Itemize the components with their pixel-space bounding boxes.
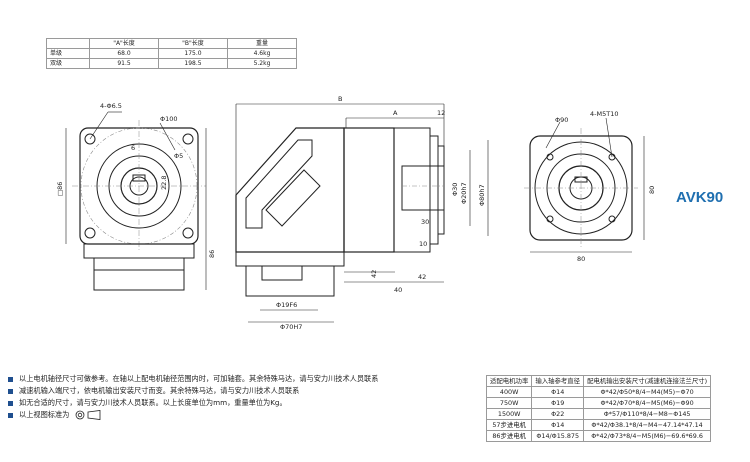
bullet-icon	[8, 388, 13, 394]
table-cell: Φ*57/Φ110*8/4−M8−Φ145	[583, 408, 712, 420]
dim-40: 40	[394, 286, 402, 294]
note-text: 减速机输入端尺寸，依电机输出安装尺寸而变。其余特殊马达，请与安力川技术人员联系	[19, 386, 300, 395]
side-view	[235, 103, 489, 323]
table-cell: 750W	[485, 397, 533, 409]
dim-a: A	[393, 109, 398, 117]
dim-12: 12	[437, 109, 445, 117]
dim-b: B	[338, 95, 342, 103]
dim-22-8: 22.8	[160, 176, 168, 190]
front-view	[65, 111, 207, 291]
table-row: 400W Φ14 Φ*42/Φ50*8/4−M4(M5)−Φ70	[485, 386, 712, 398]
dim-d90: Φ90	[555, 116, 568, 124]
notes-list: 以上电机轴径尺寸可做参考。在轴以上配电机轴径范围内时，可加轴套。其余特殊马达，请…	[8, 373, 378, 421]
dim-d19: Φ19F6	[276, 301, 297, 309]
rear-view	[524, 117, 645, 253]
dim-h80: 80	[648, 186, 656, 194]
table-cell: Φ19	[531, 397, 585, 409]
note-text: 如无合适的尺寸，请与安力川技术人员联系。以上长度单位为mm，重量单位为Kg。	[19, 398, 287, 407]
dim-w80: 80	[577, 255, 585, 263]
header-cell: 适配电机功率	[485, 375, 533, 387]
table-row: 86步进电机 Φ14/Φ15.875 Φ*42/Φ73*8/4−M5(M6)−6…	[485, 430, 712, 442]
dim-height: 86	[208, 250, 216, 258]
table-cell: Φ*42/Φ73*8/4−M5(M6)−69.6*69.6	[583, 430, 712, 442]
dim-d30: Φ30	[451, 183, 459, 196]
projection-symbol-icon	[75, 410, 101, 420]
dim-d5: Φ5	[174, 152, 183, 160]
table-cell: 5.2kg	[227, 58, 297, 69]
header-cell: 输入轴参考直径	[531, 375, 585, 387]
note-item: 减速机输入端尺寸，依电机输出安装尺寸而变。其余特殊马达，请与安力川技术人员联系	[8, 385, 378, 397]
table-row: 1500W Φ22 Φ*57/Φ110*8/4−M8−Φ145	[485, 408, 712, 420]
table-row: 双级 91.5 198.5 5.2kg	[46, 58, 297, 69]
spec-table: "A"长度 "B"长度 重量 单级 68.0 175.0 4.6kg 双级 91…	[46, 38, 297, 69]
bullet-icon	[8, 400, 13, 406]
dim-shaft: Φ20h7	[460, 182, 468, 204]
table-cell: Φ*42/Φ50*8/4−M4(M5)−Φ70	[583, 386, 712, 398]
note-item: 以上电机轴径尺寸可做参考。在轴以上配电机轴径范围内时，可加轴套。其余特殊马达，请…	[8, 373, 378, 385]
header-cell: 配电机输出安装尺寸(减速机连接法兰尺寸)	[583, 375, 712, 387]
dim-10: 10	[419, 240, 427, 248]
table-cell: Φ22	[531, 408, 585, 420]
dim-6: 6	[131, 144, 135, 152]
dim-holes-front: 4-Φ6.5	[100, 102, 122, 110]
dim-42-vert: 42	[370, 270, 378, 278]
model-title: AVK90	[676, 189, 724, 206]
table-cell: Φ14	[531, 419, 585, 431]
motor-compat-table: 适配电机功率 输入轴参考直径 配电机输出安装尺寸(减速机连接法兰尺寸) 400W…	[485, 375, 712, 442]
dim-square: □86	[56, 182, 64, 196]
note-text: 以上电机轴径尺寸可做参考。在轴以上配电机轴径范围内时，可加轴套。其余特殊马达，请…	[19, 374, 379, 383]
table-cell: Φ14	[531, 386, 585, 398]
dim-30: 30	[421, 218, 429, 226]
table-cell: Φ*42/Φ38.1*8/4−M4−47.14*47.14	[583, 419, 712, 431]
table-cell: 86步进电机	[485, 430, 533, 442]
dim-d70: Φ70H7	[280, 323, 302, 331]
note-text: 以上视图标准为	[19, 410, 70, 419]
table-cell: 1500W	[485, 408, 533, 420]
table-row: 57步进电机 Φ14 Φ*42/Φ38.1*8/4−M4−47.14*47.14	[485, 419, 712, 431]
bullet-icon	[8, 376, 13, 382]
table-cell: Φ14/Φ15.875	[531, 430, 585, 442]
table-cell: Φ*42/Φ70*8/4−M5(M6)−Φ90	[583, 397, 712, 409]
dim-42: 42	[418, 273, 426, 281]
technical-drawing: 4-Φ6.5 Φ100 Φ5 6 22.8 □86 86 B A	[56, 95, 656, 331]
dim-holes-rear: 4-M5T10	[590, 110, 618, 118]
table-cell: 400W	[485, 386, 533, 398]
table-header-row: 适配电机功率 输入轴参考直径 配电机输出安装尺寸(减速机连接法兰尺寸)	[485, 375, 712, 387]
bullet-icon	[8, 412, 13, 418]
table-cell: 57步进电机	[485, 419, 533, 431]
dim-pilot: Φ80h7	[478, 184, 486, 206]
note-item: 如无合适的尺寸，请与安力川技术人员联系。以上长度单位为mm，重量单位为Kg。	[8, 397, 378, 409]
table-row: 750W Φ19 Φ*42/Φ70*8/4−M5(M6)−Φ90	[485, 397, 712, 409]
dim-d100: Φ100	[160, 115, 178, 123]
note-item: 以上视图标准为	[8, 409, 378, 421]
